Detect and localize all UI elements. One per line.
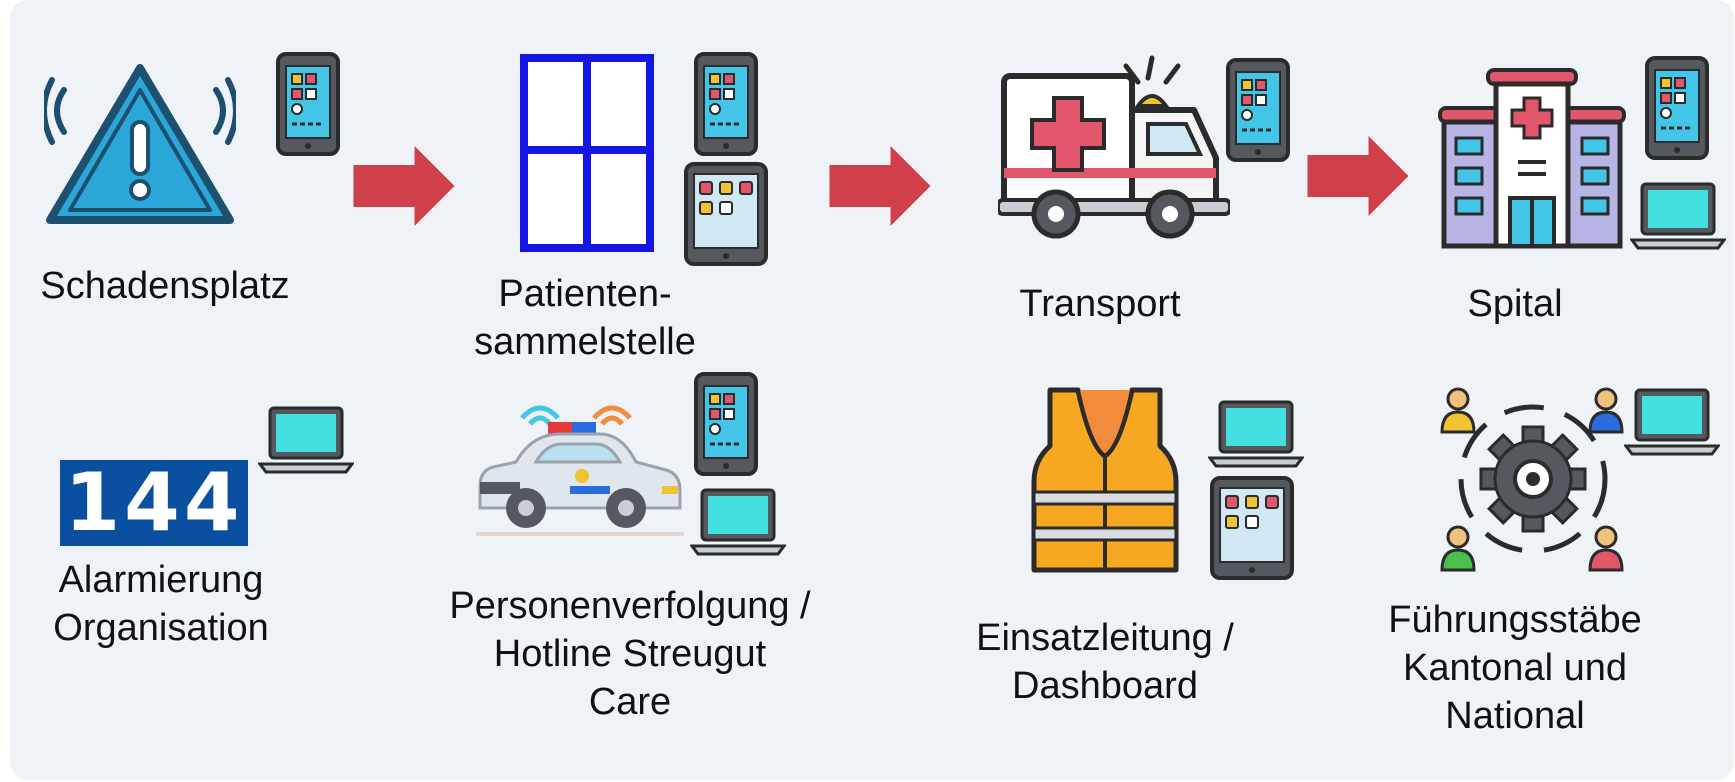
label-spital: Spital bbox=[1467, 283, 1563, 325]
phone-icon bbox=[1226, 58, 1290, 162]
badge-144: 144 bbox=[60, 460, 248, 546]
arrow-right-icon bbox=[352, 146, 456, 226]
gear-people-icon bbox=[1438, 384, 1628, 574]
phone-icon bbox=[276, 52, 340, 156]
laptop-icon bbox=[690, 488, 786, 558]
window-icon bbox=[520, 54, 654, 252]
label-schadensplatz: Schadensplatz bbox=[40, 265, 290, 307]
title-fragment bbox=[0, 0, 1735, 12]
phone-icon bbox=[694, 372, 758, 476]
tablet-icon bbox=[684, 162, 768, 266]
arrow-right-icon bbox=[828, 146, 932, 226]
hospital-icon bbox=[1430, 68, 1634, 250]
laptop-icon bbox=[1624, 388, 1720, 458]
warning-icon bbox=[44, 60, 236, 230]
ambulance-icon bbox=[998, 50, 1230, 244]
police-car-icon bbox=[476, 390, 684, 540]
tablet-icon bbox=[1210, 476, 1294, 580]
label-patienten: Patienten-sammelstelle bbox=[474, 273, 696, 363]
phone-icon bbox=[1645, 56, 1709, 160]
phone-icon bbox=[694, 52, 758, 156]
laptop-icon bbox=[258, 406, 354, 476]
safety-vest-icon bbox=[1030, 386, 1180, 576]
arrow-right-icon bbox=[1306, 136, 1410, 216]
laptop-icon bbox=[1630, 182, 1726, 252]
laptop-icon bbox=[1208, 400, 1304, 470]
label-einsatzleitung: Einsatzleitung /Dashboard bbox=[976, 617, 1234, 707]
label-transport: Transport bbox=[1019, 283, 1181, 325]
